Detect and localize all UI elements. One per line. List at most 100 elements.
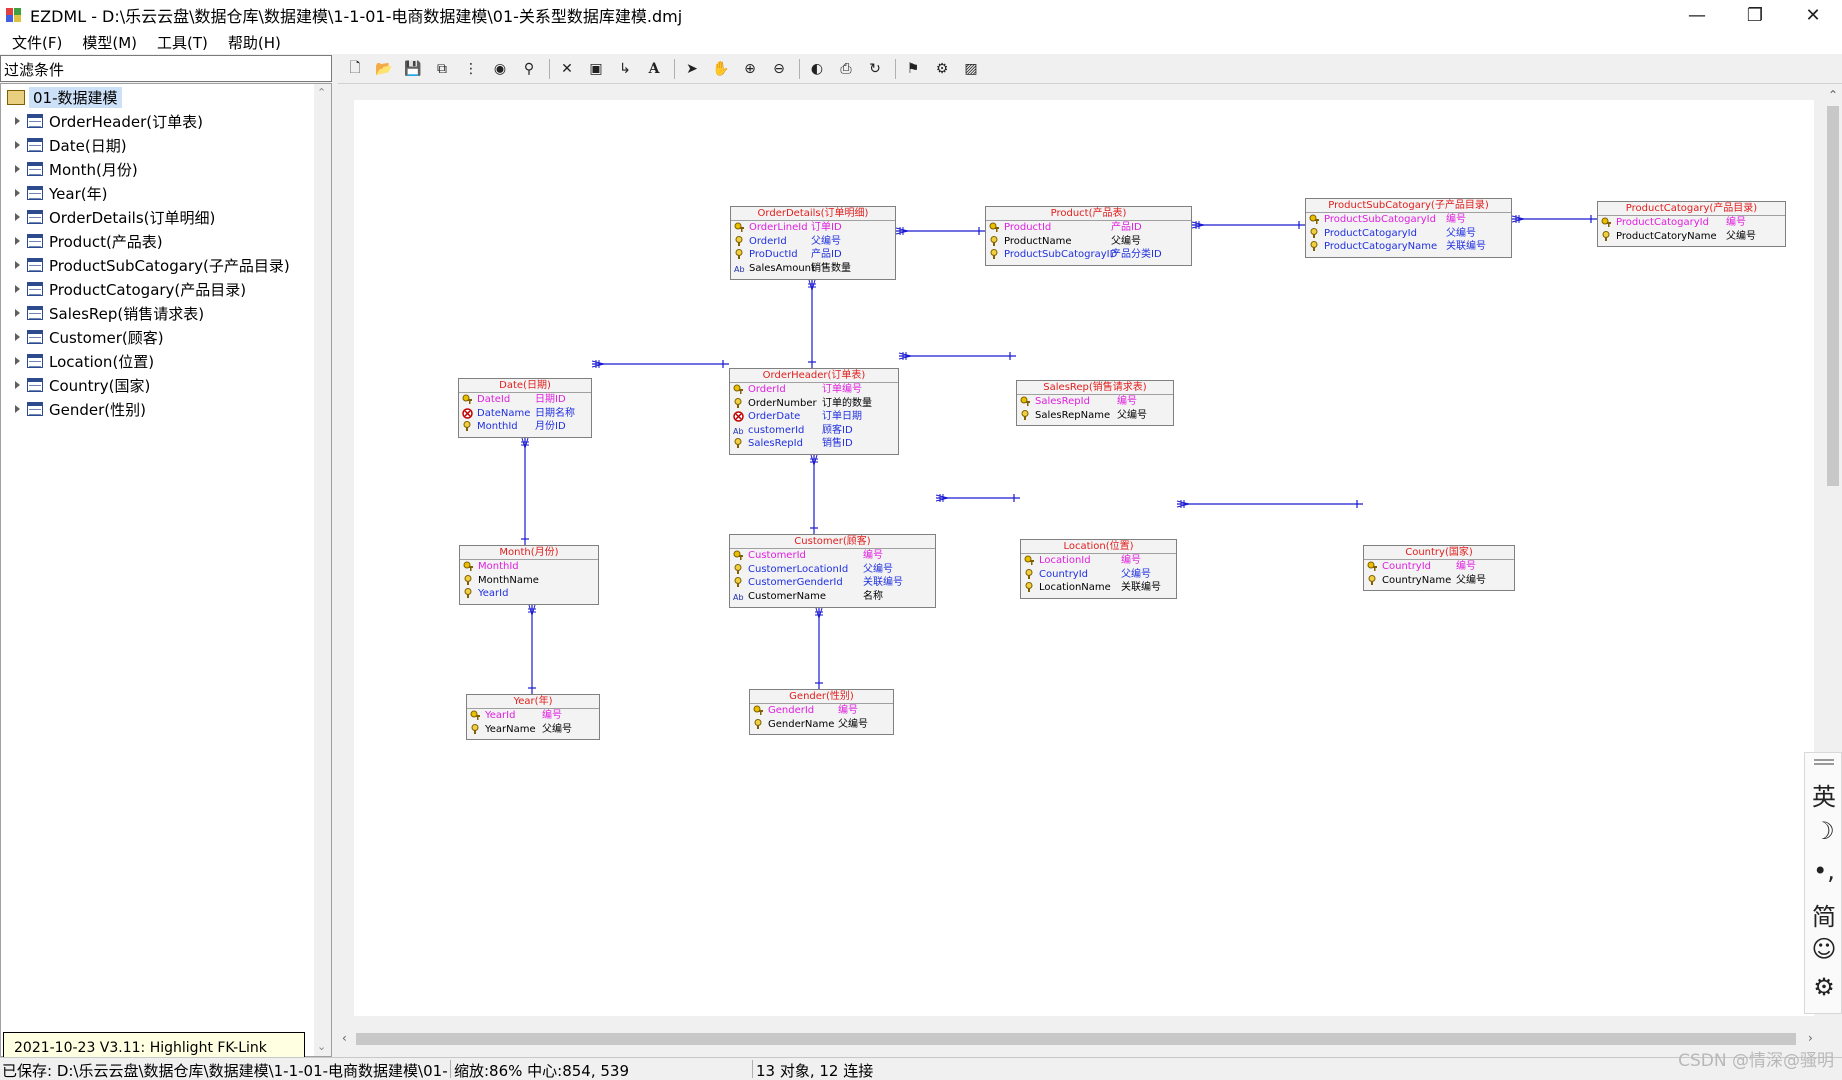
horizontal-scroll-thumb[interactable]	[356, 1033, 1796, 1045]
menu-model[interactable]: 模型(M)	[82, 33, 137, 52]
expand-arrow-icon[interactable]	[13, 380, 23, 390]
canvas-horizontal-scrollbar[interactable]: ‹ ›	[338, 1030, 1824, 1048]
tree-item[interactable]: Product(产品表)	[1, 229, 163, 253]
tree-scrollbar[interactable]: ⌃ ⌄	[314, 84, 331, 1056]
filter-input[interactable]: 过滤条件	[0, 55, 332, 82]
minimize-button[interactable]: —	[1688, 4, 1706, 26]
diagram-table-productsub[interactable]: ProductSubCatogary(子产品目录)ProductSubCatog…	[1305, 198, 1512, 258]
table-field-row[interactable]: MonthId	[460, 560, 598, 574]
globe-icon[interactable]: ◉	[493, 60, 507, 77]
print-icon[interactable]: ⎙	[840, 60, 852, 77]
hand-icon[interactable]: ✋	[712, 60, 730, 77]
image-icon[interactable]: ▨	[964, 60, 978, 77]
tree-item[interactable]: Gender(性别)	[1, 397, 146, 421]
open-folder-icon[interactable]: 📂	[375, 60, 393, 77]
punctuation-toggle[interactable]: •,	[1813, 857, 1835, 885]
moon-icon[interactable]: ☽	[1813, 817, 1835, 845]
tree-item[interactable]: Customer(顾客)	[1, 325, 164, 349]
menu-tools[interactable]: 工具(T)	[157, 33, 208, 52]
tree-item[interactable]: ProductSubCatogary(子产品目录)	[1, 253, 290, 277]
tree-item[interactable]: SalesRep(销售请求表)	[1, 301, 204, 325]
delete-icon[interactable]: ✕	[561, 60, 573, 77]
save-icon[interactable]: 💾	[404, 60, 422, 77]
close-button[interactable]: ✕	[1805, 4, 1821, 26]
expand-arrow-icon[interactable]	[13, 188, 23, 198]
ime-lang-toggle[interactable]: 英	[1812, 783, 1836, 811]
expand-arrow-icon[interactable]	[13, 308, 23, 318]
expand-arrow-icon[interactable]	[13, 260, 23, 270]
ime-settings-icon[interactable]: ⚙	[1813, 973, 1835, 1001]
tree-item[interactable]: OrderDetails(订单明细)	[1, 205, 215, 229]
save-as-icon[interactable]: ⧉	[437, 60, 447, 77]
vertical-scroll-thumb[interactable]	[1827, 106, 1839, 486]
tree-item[interactable]: Location(位置)	[1, 349, 154, 373]
tree-item[interactable]: Year(年)	[1, 181, 107, 205]
generate-icon[interactable]: ⚑	[906, 60, 920, 77]
scroll-down-icon[interactable]: ⌄	[317, 1040, 327, 1053]
tree-root[interactable]: 01-数据建模	[1, 85, 122, 109]
expand-arrow-icon[interactable]	[13, 116, 23, 126]
find-icon[interactable]: ⚲	[523, 60, 535, 77]
link-icon[interactable]: ↳	[619, 60, 631, 77]
menu-file[interactable]: 文件(F)	[12, 33, 63, 52]
table-icon[interactable]: ▣	[589, 60, 603, 77]
emoji-icon[interactable]: ☺	[1811, 935, 1837, 963]
zoom-out-icon[interactable]: ⊖	[773, 60, 785, 77]
expand-arrow-icon[interactable]	[13, 236, 23, 246]
menu-help[interactable]: 帮助(H)	[227, 33, 281, 52]
expand-arrow-icon[interactable]	[13, 356, 23, 366]
tree-icon[interactable]: ⋮	[464, 60, 478, 77]
table-field-row[interactable]: MonthName	[460, 574, 598, 588]
ime-simplified-toggle[interactable]: 简	[1812, 903, 1836, 931]
tree-item[interactable]: Month(月份)	[1, 157, 138, 181]
restore-button[interactable]: ❐	[1746, 4, 1764, 26]
expand-arrow-icon[interactable]	[13, 284, 23, 294]
expand-arrow-icon[interactable]	[13, 212, 23, 222]
zoom-in-icon[interactable]: ⊕	[744, 60, 756, 77]
table-field-row[interactable]: YearId	[460, 587, 598, 601]
expand-arrow-icon[interactable]	[13, 332, 23, 342]
expand-arrow-icon[interactable]	[13, 404, 23, 414]
panel-splitter[interactable]	[332, 54, 338, 1057]
tree-item[interactable]: Country(国家)	[1, 373, 150, 397]
refresh-icon[interactable]: ↻	[869, 60, 881, 77]
